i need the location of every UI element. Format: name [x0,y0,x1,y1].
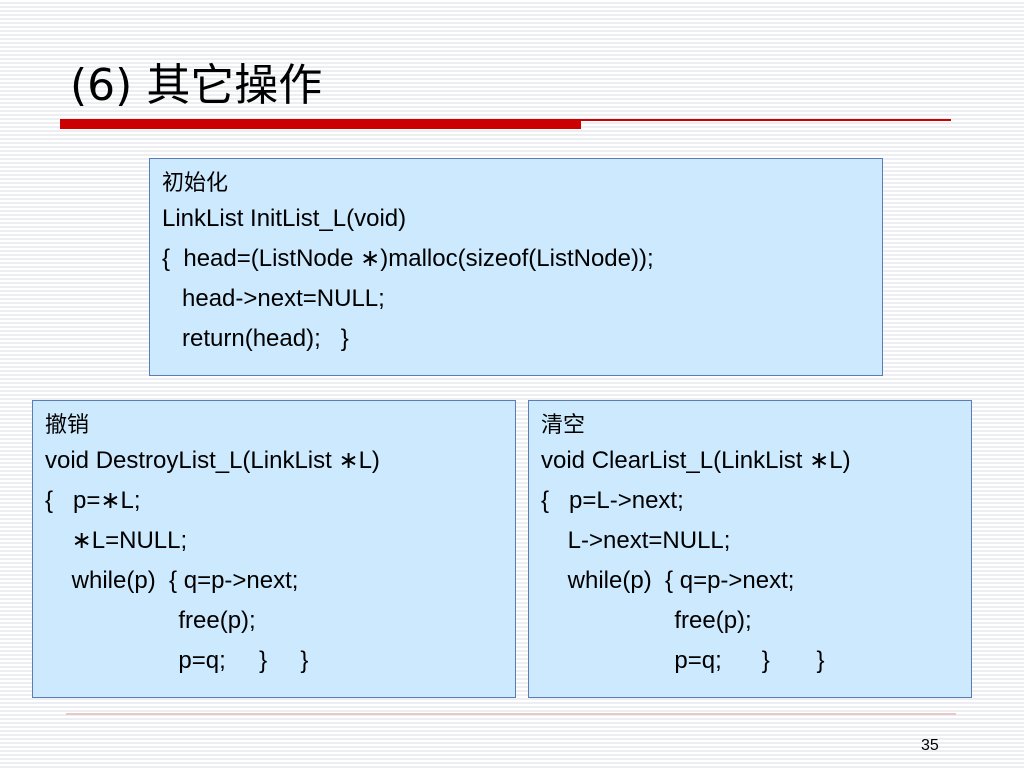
code-line: free(p); [45,607,256,634]
code-line: { p=L->next; [541,487,684,514]
code-line: p=q; } } [45,647,309,674]
code-line: p=q; } } [541,647,825,674]
code-line: return(head); } [162,325,349,352]
code-line: L->next=NULL; [541,527,731,554]
destroy-code-box: 撤销 void DestroyList_L(LinkList ∗L) { p=∗… [32,400,516,698]
code-line: while(p) { q=p->next; [541,567,795,594]
init-label: 初始化 [162,171,229,196]
code-line: ∗L=NULL; [45,527,188,554]
code-line: { head=(ListNode ∗)malloc(sizeof(ListNod… [162,245,654,272]
code-line: while(p) { q=p->next; [45,567,299,594]
page-number: 35 [921,737,939,754]
slide-title: (6) 其它操作 [70,60,323,111]
destroy-label: 撤销 [45,413,90,438]
code-line: void DestroyList_L(LinkList ∗L) [45,447,380,474]
clear-label: 清空 [541,413,586,438]
clear-code-box: 清空 void ClearList_L(LinkList ∗L) { p=L->… [528,400,972,698]
code-line: { p=∗L; [45,487,141,514]
code-line: free(p); [541,607,752,634]
footer-divider [66,713,956,715]
code-line: void ClearList_L(LinkList ∗L) [541,447,851,474]
title-underline-thin [581,119,951,121]
title-underline-bar [60,119,581,129]
code-line: head->next=NULL; [162,285,385,312]
code-line: LinkList InitList_L(void) [162,205,407,232]
init-code-box: 初始化 LinkList InitList_L(void) { head=(Li… [149,158,883,376]
